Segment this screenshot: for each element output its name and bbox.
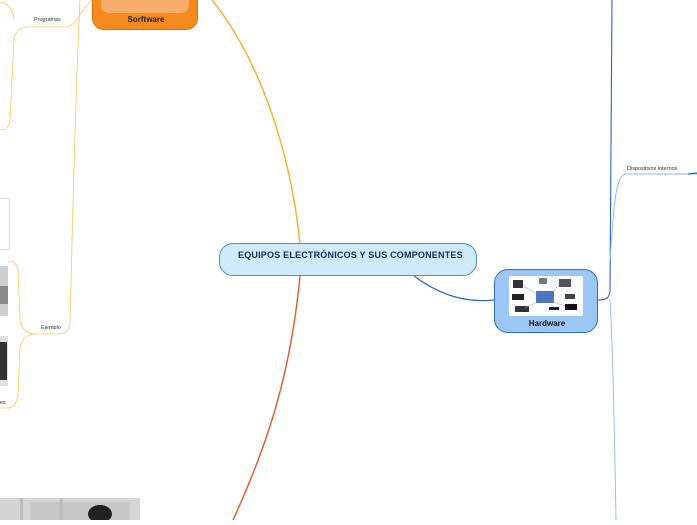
connector-programas [28, 0, 93, 28]
left-thumbnail-2 [0, 266, 8, 316]
connector-left-2 [0, 1, 15, 21]
bottom-image [0, 498, 140, 523]
left-thumbnail-3 [0, 336, 8, 386]
topic-dispositivos-internos[interactable]: Dispositivos internos [627, 166, 678, 172]
software-image-placeholder [101, 0, 189, 13]
topic-ejemplo[interactable]: Ejemplo [41, 325, 61, 331]
connector-hardware-branch [597, 0, 613, 301]
connector-ejemplo [36, 0, 81, 335]
connector-lower-branch [609, 299, 617, 520]
hardware-node[interactable]: Hardware [494, 269, 598, 333]
connector-central-hardware [413, 275, 495, 302]
connector-left-1 [0, 26, 29, 131]
software-node[interactable]: Sorftware [92, 0, 198, 30]
topic-truncated[interactable]: es [0, 400, 6, 406]
topic-programas[interactable]: Programas [34, 17, 61, 23]
connector-dispositivos [609, 173, 697, 261]
connector-central-bottom [232, 275, 301, 520]
connector-ejemplo-up [7, 260, 37, 335]
connector-central-software [211, 0, 301, 244]
central-topic[interactable]: EQUIPOS ELECTRÓNICOS Y SUS COMPONENTES [219, 243, 477, 276]
software-label: Sorftware [127, 15, 165, 24]
left-thumbnail-1 [0, 198, 10, 250]
hardware-label: Hardware [528, 319, 566, 328]
hardware-collage-image [509, 276, 583, 316]
hardware-collage-graphic [512, 278, 577, 312]
connector-ejemplo-down [0, 333, 37, 409]
